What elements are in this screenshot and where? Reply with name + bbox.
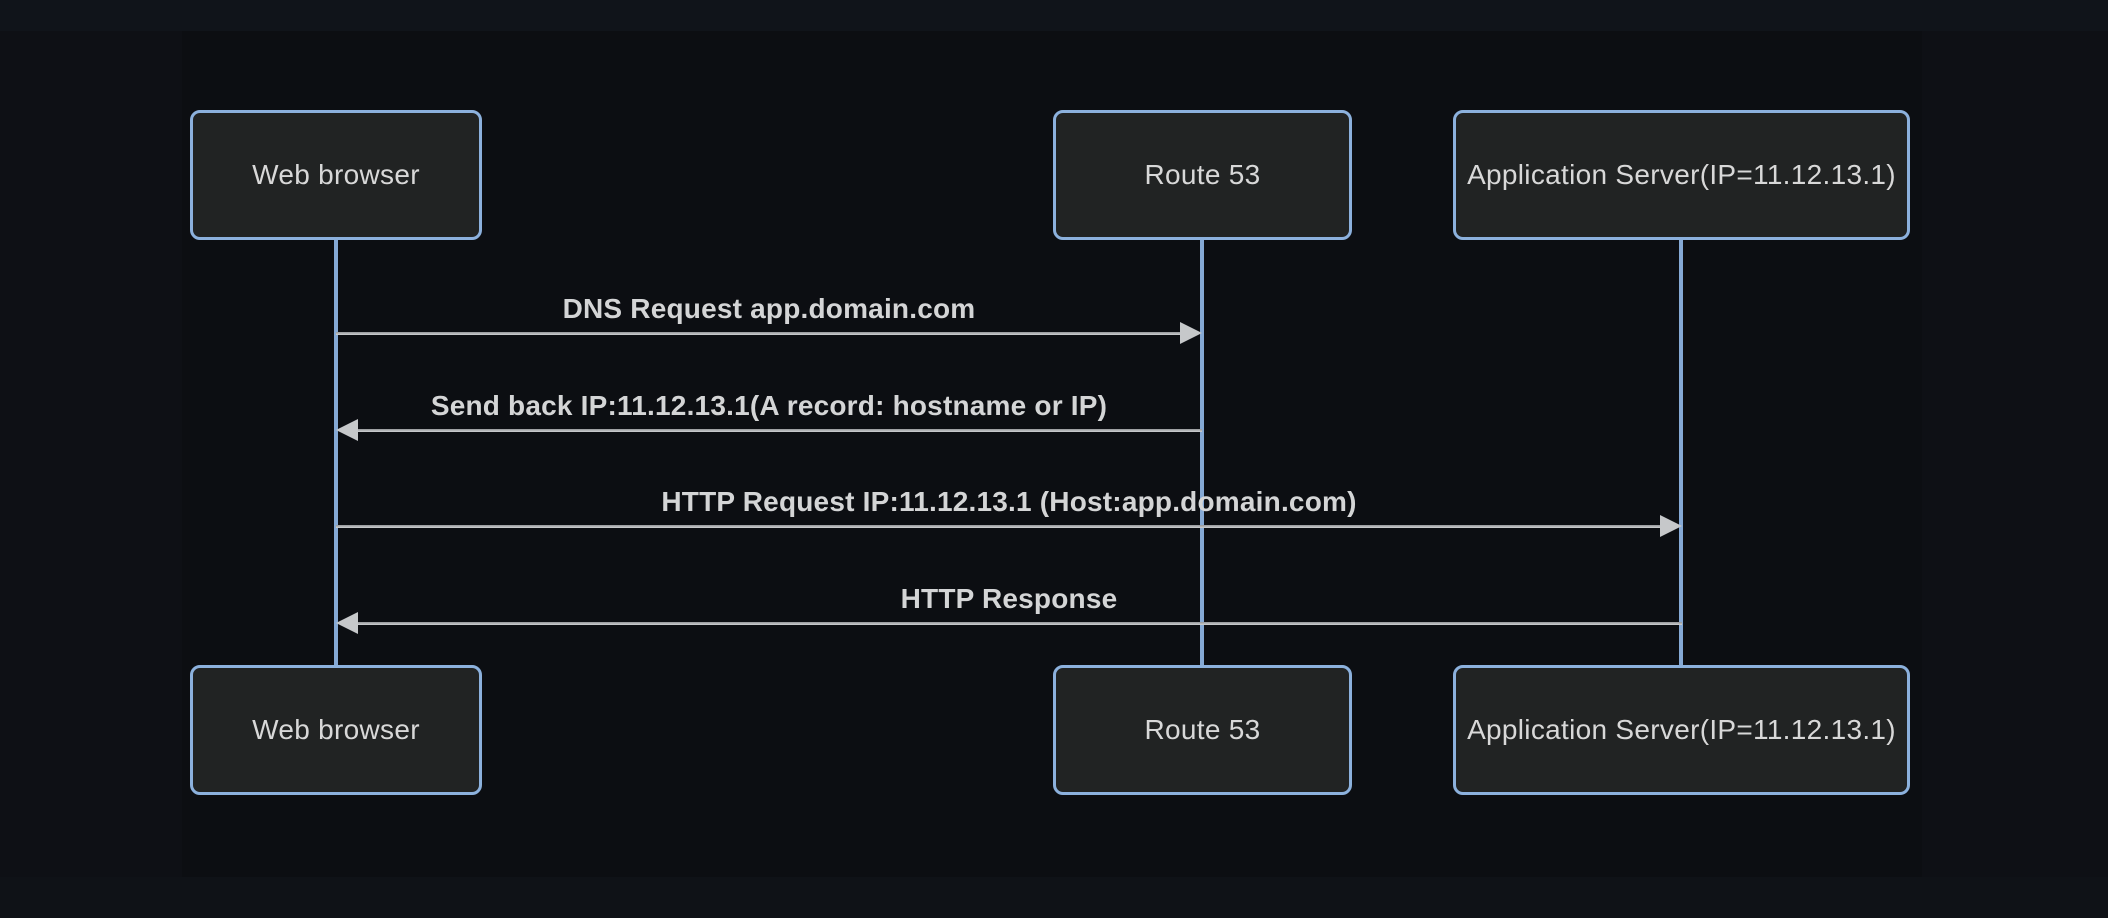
message-line [336,332,1185,335]
background-panel-top [0,0,2108,31]
message-dns-request: DNS Request app.domain.com [336,288,1202,344]
message-line [353,429,1202,432]
actor-bottom-web-browser: Web browser [190,665,482,795]
arrowhead-left-icon [336,612,358,634]
message-http-response: HTTP Response [336,578,1682,634]
lifeline-web-browser [334,240,338,665]
actor-top-web-browser: Web browser [190,110,482,240]
message-label: DNS Request app.domain.com [562,293,976,324]
actor-label: Route 53 [1144,159,1261,190]
actor-label: Web browser [252,159,420,190]
actor-top-app-server: Application Server(IP=11.12.13.1) [1453,110,1910,240]
actor-bottom-app-server: Application Server(IP=11.12.13.1) [1453,665,1910,795]
actor-bottom-route-53: Route 53 [1053,665,1352,795]
message-line [353,622,1682,625]
lifeline-app-server [1679,240,1683,665]
actor-label: Web browser [252,714,420,745]
actor-label: Application Server(IP=11.12.13.1) [1467,714,1896,745]
arrowhead-right-icon [1660,515,1682,537]
message-label: Send back IP:11.12.13.1(A record: hostna… [430,390,1108,421]
actor-label: Route 53 [1144,714,1261,745]
lifeline-route-53 [1200,240,1204,665]
background-panel-bottom [0,877,2108,918]
message-label: HTTP Response [900,583,1118,614]
arrowhead-right-icon [1180,322,1202,344]
actor-label: Application Server(IP=11.12.13.1) [1467,159,1896,190]
message-label: HTTP Request IP:11.12.13.1 (Host:app.dom… [661,486,1357,517]
arrowhead-left-icon [336,419,358,441]
message-http-request: HTTP Request IP:11.12.13.1 (Host:app.dom… [336,481,1682,537]
background-panel-right [1922,31,2108,877]
actor-top-route-53: Route 53 [1053,110,1352,240]
message-line [336,525,1665,528]
background-panel-left [0,31,182,877]
message-dns-response: Send back IP:11.12.13.1(A record: hostna… [336,385,1202,441]
